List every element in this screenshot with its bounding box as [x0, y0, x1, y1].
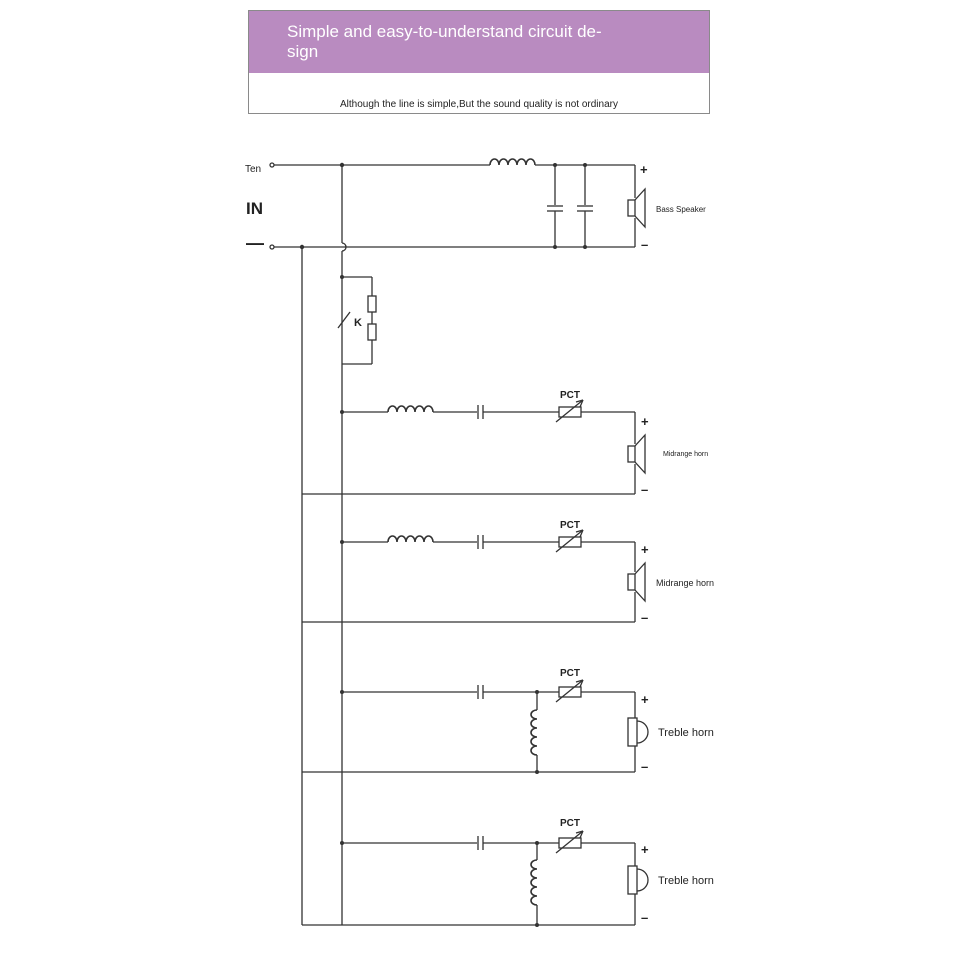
midrange-branch-2 [302, 529, 646, 623]
bass-minus-sign: – [641, 237, 648, 252]
ptc-label-3: PCT [560, 668, 580, 679]
input-minus-label: — [246, 233, 264, 253]
speaker-label-2: Midrange horn [663, 451, 708, 458]
input-plus-label: Ten [245, 164, 261, 175]
ptc-label-2: PCT [560, 520, 580, 531]
bass-plus-sign: + [640, 162, 648, 177]
treble-branch-1 [302, 679, 649, 774]
speaker-label-1: Bass Speaker [656, 205, 706, 214]
speaker-label-4: Treble horn [658, 727, 714, 739]
bass-capacitors [546, 163, 594, 249]
input-minus-terminal [269, 244, 275, 250]
speaker-label-3: Midrange horn [656, 578, 714, 588]
mid2-minus-sign: – [641, 610, 648, 625]
switch-label: K [354, 317, 362, 329]
mid1-minus-sign: – [641, 482, 648, 497]
title-banner: Simple and easy-to-understand circuit de… [248, 10, 710, 114]
treble1-plus-sign: + [641, 692, 649, 707]
banner-subtitle: Although the line is simple,But the soun… [340, 99, 618, 110]
bass-speaker-icon [627, 188, 646, 228]
mid2-plus-sign: + [641, 542, 649, 557]
treble2-plus-sign: + [641, 842, 649, 857]
treble1-minus-sign: – [641, 759, 648, 774]
midrange-branch-1 [302, 399, 646, 495]
bass-inductor [489, 158, 536, 166]
ptc-label-1: PCT [560, 390, 580, 401]
treble-branch-2 [340, 830, 649, 927]
input-label: IN [246, 199, 263, 218]
banner-title: Simple and easy-to-understand circuit de… [249, 11, 709, 73]
treble2-minus-sign: – [641, 910, 648, 925]
speaker-label-5: Treble horn [658, 875, 714, 887]
input-plus-terminal [269, 162, 275, 168]
switch-k-network [337, 275, 377, 365]
ptc-label-4: PCT [560, 818, 580, 829]
mid1-plus-sign: + [641, 414, 649, 429]
